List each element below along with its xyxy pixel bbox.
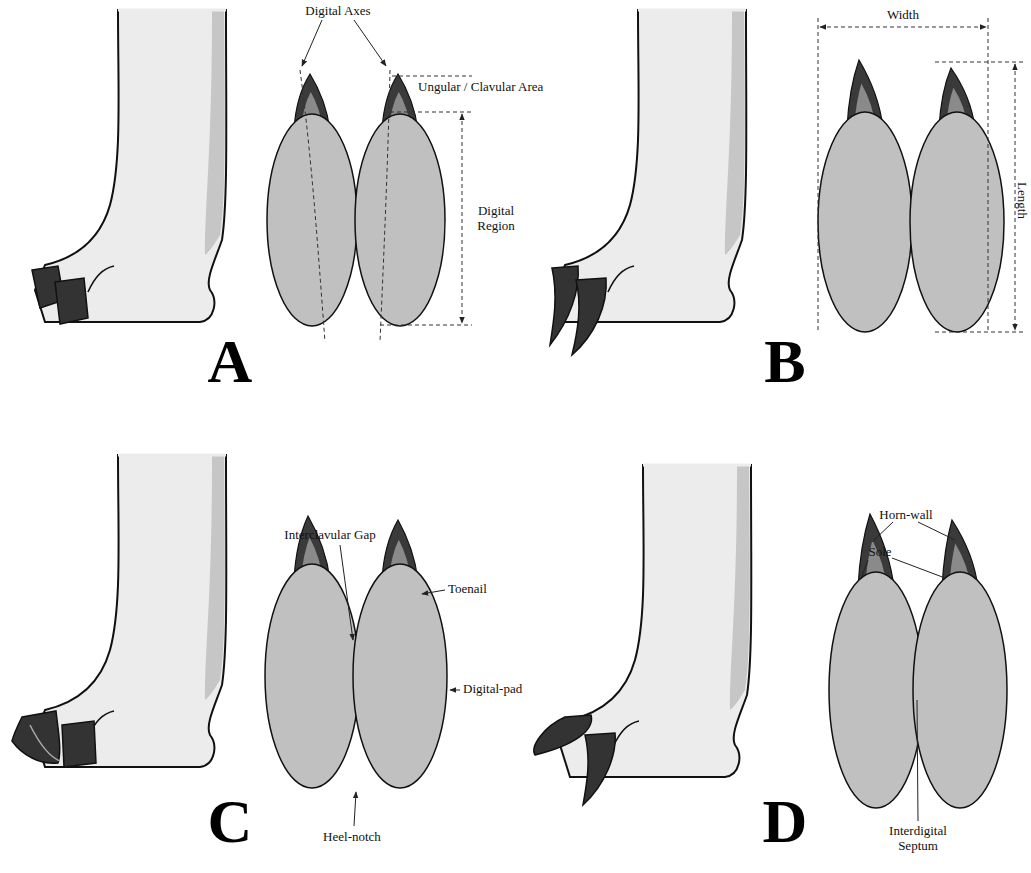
measure-lines xyxy=(818,18,1024,332)
digital-pad xyxy=(913,572,1007,808)
leader-lines xyxy=(340,545,460,826)
foot-side-view xyxy=(534,465,751,805)
leader-lines xyxy=(302,20,386,66)
part-label: Digital-pad xyxy=(463,682,522,697)
panel-letter: A xyxy=(208,330,253,392)
dimension-label: Length xyxy=(1014,182,1029,219)
digital-pad xyxy=(910,112,1004,332)
panel-letter: C xyxy=(208,790,253,852)
dimension-label: Width xyxy=(887,8,919,23)
panel-letter: D xyxy=(763,790,808,852)
part-label: Ungular / Clavular Area xyxy=(418,80,543,95)
part-label: Toenail xyxy=(448,582,487,597)
foot-side-view xyxy=(12,455,226,767)
digital-pad xyxy=(267,114,357,326)
part-label: Sole xyxy=(868,545,891,560)
foot-side-view xyxy=(550,10,746,355)
digital-pads xyxy=(265,60,1007,808)
part-label: Digital Axes xyxy=(305,4,370,19)
digital-pad xyxy=(355,114,445,326)
part-label: Interdigital Septum xyxy=(878,824,958,854)
part-label: Interclavular Gap xyxy=(284,528,375,543)
part-label: Heel-notch xyxy=(323,830,381,845)
foot-side-view xyxy=(32,10,226,324)
digital-pad xyxy=(818,112,912,332)
measure-lines xyxy=(300,70,472,342)
digital-pad xyxy=(353,564,447,788)
dimension-label: Digital Region xyxy=(470,204,522,234)
digital-pad xyxy=(265,564,359,788)
digital-pad xyxy=(829,572,923,808)
part-label: Horn-wall xyxy=(879,508,932,523)
leader-lines xyxy=(862,522,955,821)
panel-letter: B xyxy=(764,330,805,392)
